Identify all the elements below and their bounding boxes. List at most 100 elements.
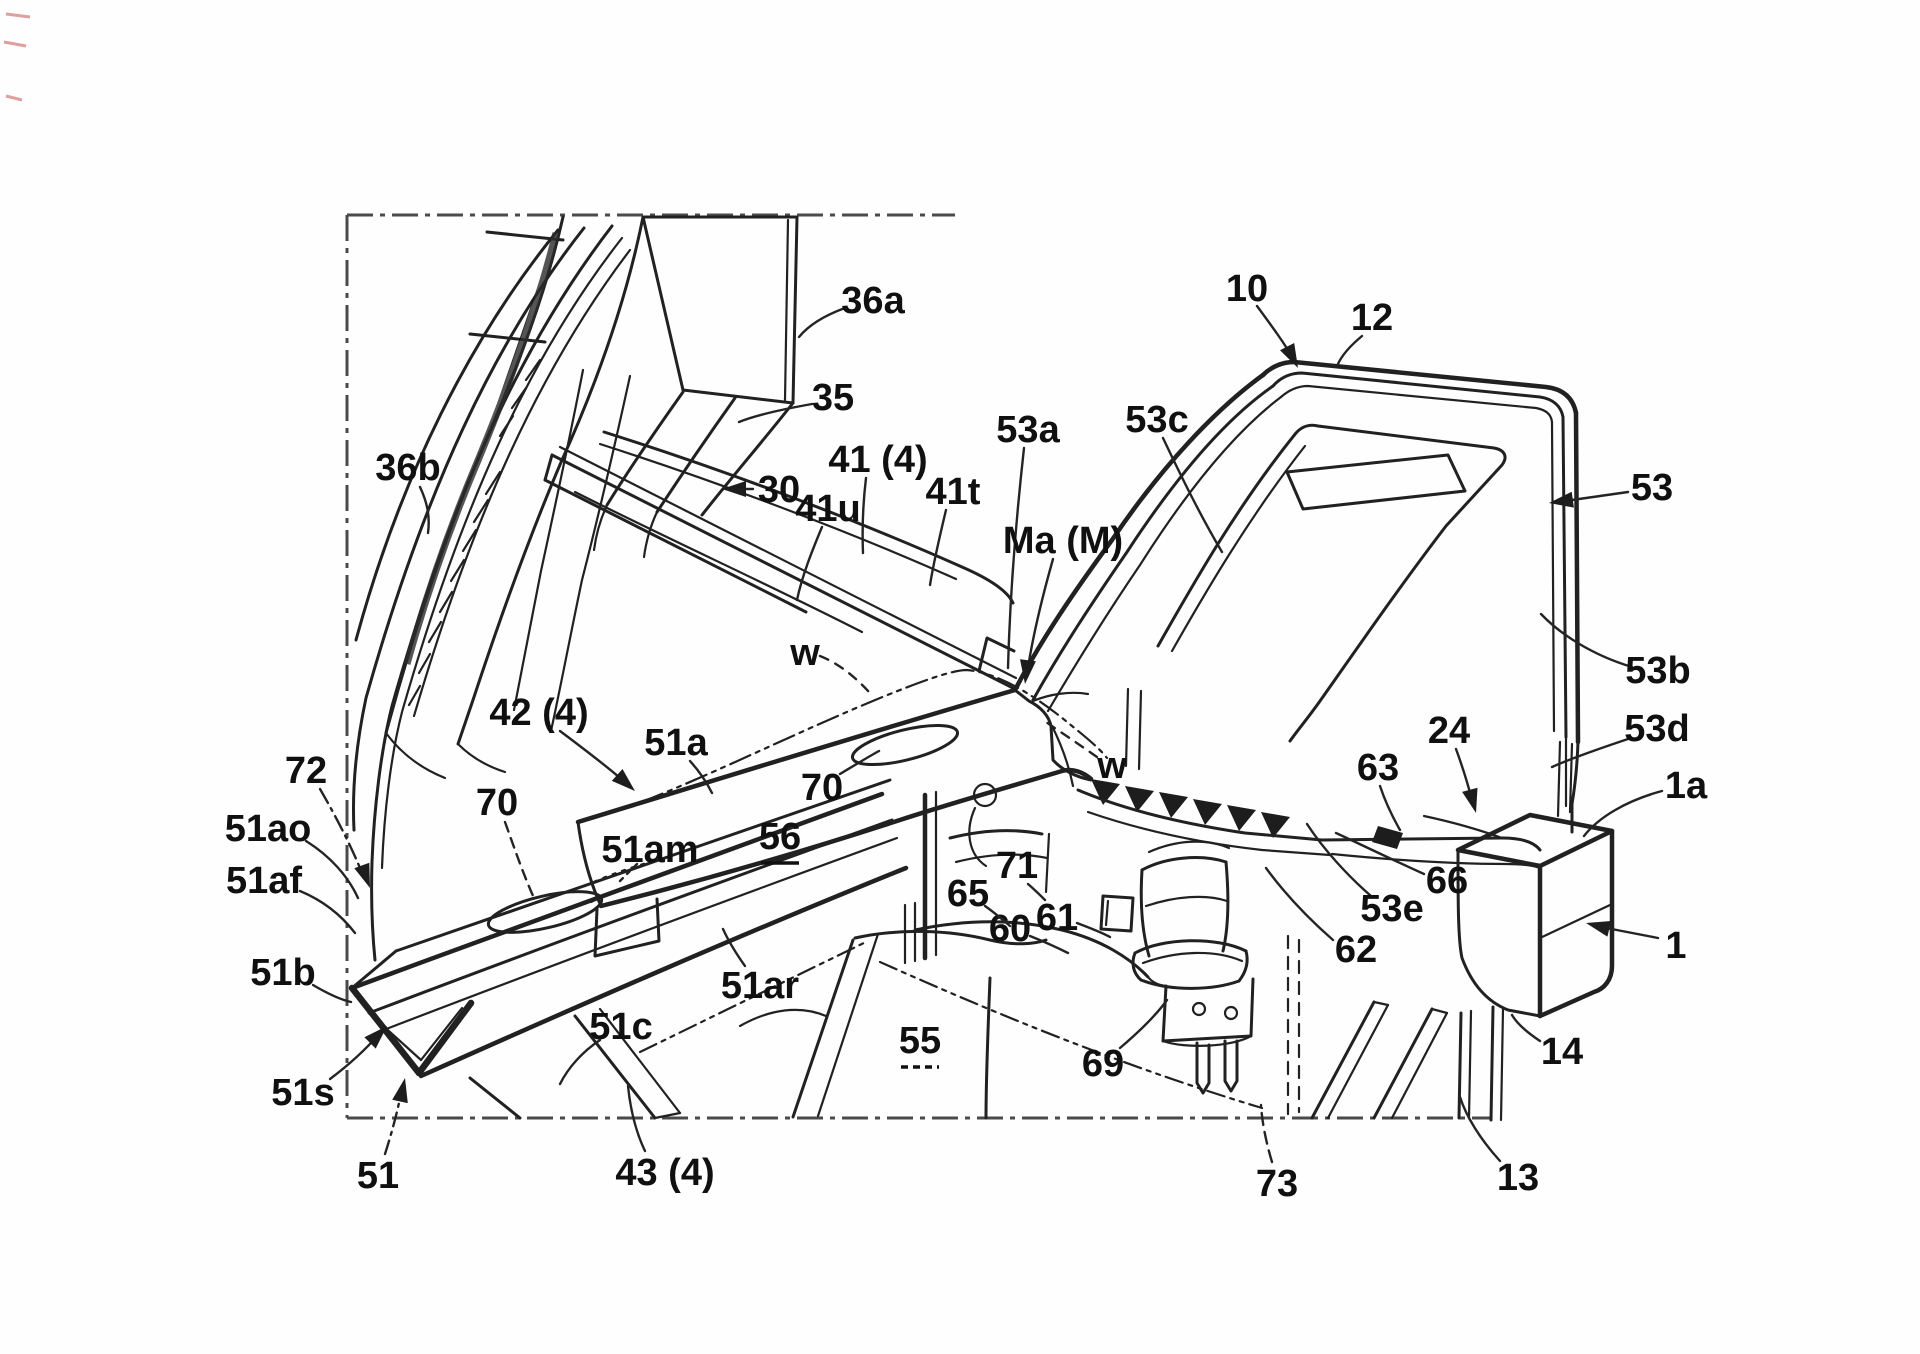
ref-label-51ar: 51ar [721,965,799,1007]
part-panel-53 [1012,359,1581,834]
ref-label-66: 66 [1426,860,1468,902]
ref-label-51: 51 [357,1155,399,1197]
arrowhead-72 [354,862,370,888]
ref-label-Ma: Ma (M) [1003,520,1123,562]
leader-line-51af [298,889,357,935]
ref-label-53b: 53b [1625,650,1690,692]
leader-line-61 [1075,921,1112,939]
leader-line-36b [418,485,430,535]
part-bracket-60-61-65-71 [922,724,1135,961]
part-beam-41 [543,430,1018,690]
leader-line-51am [616,862,639,885]
part-box-1 [1455,740,1615,1019]
ref-label-36b: 36b [375,447,440,489]
arrowhead-30 [722,481,746,497]
leader-line-60 [1028,934,1070,955]
leader-line-51c [558,1038,602,1086]
scan-artifact [3,12,31,102]
ref-label-35: 35 [812,377,854,419]
leader-line-51ar [721,927,747,968]
part-rail-51 [348,778,909,1079]
arrowhead-Ma [1020,659,1036,684]
part-underrail-braces [468,939,1264,1120]
ref-label-1a: 1a [1665,765,1708,807]
ref-label-51b: 51b [250,952,315,994]
ref-label-53c: 53c [1125,399,1188,441]
ref-label-14: 14 [1541,1031,1583,1073]
part-bracket-13 [1286,934,1505,1122]
ref-label-10: 10 [1226,268,1268,310]
leader-line-41u [795,525,824,602]
leader-line-53d [1550,736,1633,769]
arrowhead-51 [392,1078,408,1104]
ref-label-51am: 51am [601,829,698,871]
part-teeth-row [1076,779,1542,870]
ref-label-41t: 41t [926,471,981,513]
arrowhead-1 [1586,921,1612,937]
leader-line-51a [688,759,714,795]
leader-line-71 [1026,882,1047,902]
arrowhead-10 [1280,343,1298,368]
leader-line-70c [838,749,881,776]
leader-line-36a [797,306,847,339]
part-damper-62 [1131,840,1255,1095]
leader-line-69 [1118,998,1169,1050]
leader-line-13 [1458,1095,1502,1163]
arrowhead-51s [364,1026,387,1049]
leader-line-70l [503,820,536,900]
leader-line-14 [1510,1013,1542,1043]
ref-label-63: 63 [1357,747,1399,789]
leader-line-51b [311,983,353,1004]
leader-line-65 [983,904,1012,928]
ref-label-53: 53 [1631,467,1673,509]
leader-line-41_4 [861,476,868,555]
part-wheel-arch-36b [352,224,632,962]
leader-line-53c [1161,436,1224,554]
ref-label-61: 61 [1036,897,1078,939]
leader-line-53e [1305,822,1373,898]
ref-label-71: 71 [996,845,1038,887]
leader-line-w1 [818,654,871,694]
ref-label-70l: 70 [476,782,518,824]
leader-line-41t [928,508,948,587]
ref-label-53d: 53d [1624,708,1689,750]
ref-label-41u: 41u [795,488,860,530]
leader-line-73 [1259,1103,1274,1164]
leader-line-63 [1378,784,1402,832]
figure-linework [348,215,1615,1122]
ref-label-73: 73 [1256,1163,1298,1205]
leader-line-72 [318,787,366,880]
ref-label-w1: w [789,632,820,674]
leader-line-53a [1006,446,1026,670]
ref-label-65: 65 [947,873,989,915]
ref-label-36a: 36a [841,280,905,322]
part-seat-pan-55 [791,901,1150,1120]
arrowhead-24 [1462,787,1478,813]
ref-label-53a: 53a [996,409,1060,451]
leader-line-1a [1582,789,1664,838]
ref-label-70c: 70 [801,767,843,809]
ref-label-w2: w [1096,745,1127,787]
ref-label-43_4: 43 (4) [615,1152,714,1194]
part-clip-63 [1372,826,1403,849]
leader-line-w2 [1044,720,1099,759]
leader-line-43_4 [626,1084,647,1153]
ref-label-51a: 51a [644,722,708,764]
ref-label-51af: 51af [226,860,302,902]
arrowhead-42_4 [611,769,635,791]
ref-label-30: 30 [758,469,800,511]
ref-label-41_4: 41 (4) [828,439,927,481]
leader-line-53b [1539,612,1634,669]
part-pillar [384,215,645,780]
ref-label-55: 55 [899,1020,941,1062]
ref-label-51c: 51c [589,1006,652,1048]
ref-label-69: 69 [1082,1043,1124,1085]
leader-line-66 [1334,831,1426,876]
callout-layer: 36a 35 36b 30 41 (4) 41u 41t 53a 53c Ma (M) 10 12 53… [225,268,1708,1205]
ref-label-13: 13 [1497,1157,1539,1199]
part-36a-panel [641,215,799,405]
leader-line-51ao [304,839,360,900]
ref-label-12: 12 [1351,297,1393,339]
